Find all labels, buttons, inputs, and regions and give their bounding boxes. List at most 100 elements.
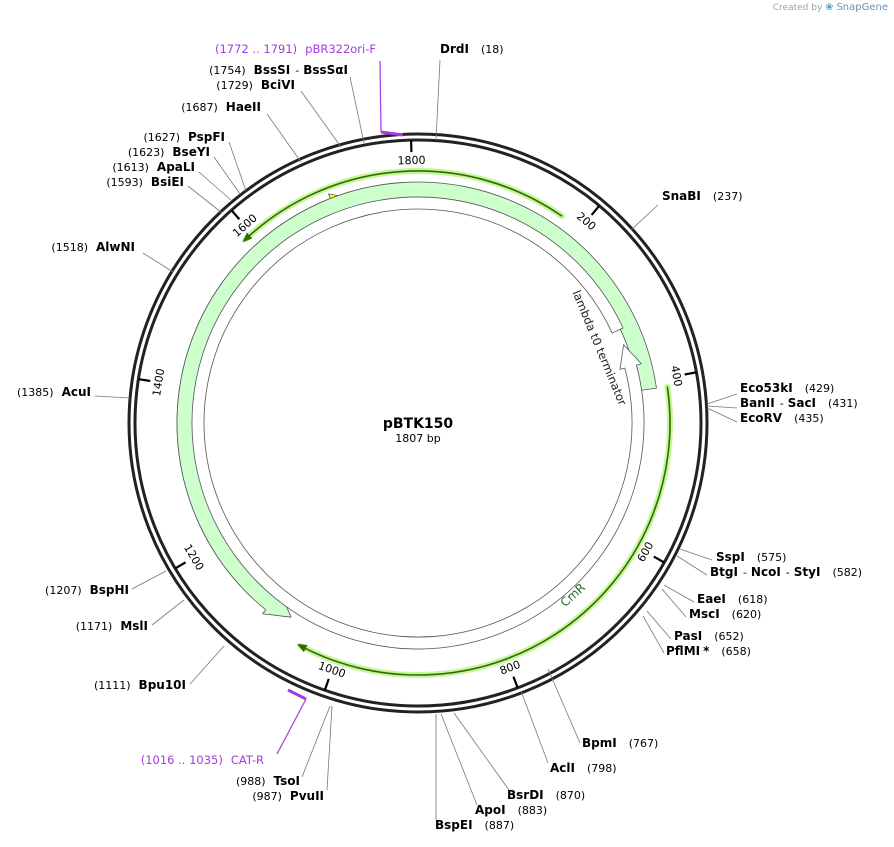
pasi-text: PasI(652) <box>674 629 744 643</box>
apali-site-label: (1613)ApaLI <box>112 160 195 174</box>
cmr-translation-line <box>300 386 671 676</box>
haeii-leader <box>266 113 302 163</box>
backbone-inner-ring <box>133 138 703 708</box>
tsoi-text: (988)TsoI <box>236 774 300 788</box>
bsrdi-site-label: BsrDI(870) <box>507 788 585 802</box>
tick-1600 <box>230 209 241 220</box>
eaei-leader <box>663 584 695 603</box>
lambda-t0-terminator-feature <box>191 196 645 650</box>
pspfi-text: (1627)PspFI <box>143 130 225 144</box>
acui-text: (1385)AcuI <box>17 385 91 399</box>
drdi-text: DrdI(18) <box>440 42 504 56</box>
backbone-outer-ring <box>127 132 709 714</box>
snabi-leader <box>630 204 659 231</box>
bpu10i-site-label: (1111)Bpu10I <box>94 678 186 692</box>
pspfi-leader <box>228 141 247 192</box>
pasi-site-label: PasI(652) <box>674 629 744 643</box>
alwni-site-label: (1518)AlwNI <box>51 240 135 254</box>
bsiei-site-label: (1593)BsiEI <box>106 175 184 189</box>
msli-leader <box>151 599 185 626</box>
tick-200 <box>590 205 601 216</box>
snabi-site-label: SnaBI(237) <box>662 189 743 203</box>
pflmi-text: PflMI*(658) <box>666 644 751 658</box>
tick-label-1600: 1600 <box>230 211 260 239</box>
ecorv-leader <box>706 407 738 423</box>
tick-label-1400: 1400 <box>150 367 167 397</box>
bpu10i-text: (1111)Bpu10I <box>94 678 186 692</box>
drdi-site-label: DrdI(18) <box>440 42 504 56</box>
sspi-site-label: SspI(575) <box>716 550 786 564</box>
credit-brand: SnapGene <box>836 2 888 13</box>
apoi-site-label: ApoI(883) <box>475 803 547 817</box>
banii-leader <box>706 405 738 409</box>
pflmi-site-label: PflMI*(658) <box>666 644 751 658</box>
tick-1000 <box>323 678 330 691</box>
msci-site-label: MscI(620) <box>689 607 761 621</box>
tick-600 <box>653 555 665 564</box>
apali-text: (1613)ApaLI <box>112 160 195 174</box>
cat-r-leader <box>276 698 307 755</box>
tick-label-1800: 1800 <box>397 154 425 168</box>
eaei-text: EaeI(618) <box>697 592 768 606</box>
banii-site-label: BanII-SacI(431) <box>740 396 858 410</box>
plasmid-backbone <box>127 132 709 714</box>
eaei-site-label: EaeI(618) <box>697 592 768 606</box>
sspi-leader <box>679 548 713 561</box>
bpmi-text: BpmI(767) <box>582 736 658 750</box>
bseyi-leader <box>213 156 241 195</box>
pflmi-leader <box>642 615 665 654</box>
bspei-site-label: BspEI(887) <box>435 818 514 832</box>
bsssi-site-label: (1754)BssSI-BssSαI <box>209 63 348 77</box>
bcivi-leader <box>300 90 342 148</box>
snapgene-logo-icon: ❀ <box>825 2 834 13</box>
pvuii-site-label: (987)PvuII <box>252 789 324 803</box>
acli-text: AclI(798) <box>550 761 617 775</box>
btgi-site-label: BtgI-NcoI-StyI(582) <box>710 565 862 579</box>
pbr322ori-f-binding-site <box>380 130 404 137</box>
banii-text: BanII-SacI(431) <box>740 396 858 410</box>
bsrdi-text: BsrDI(870) <box>507 788 585 802</box>
bsrdi-leader <box>453 712 510 791</box>
pbr322ori-f-label: (1772 .. 1791)pBR322ori-F <box>215 42 376 56</box>
cat-r-binding-site <box>287 688 307 701</box>
bsssi-leader <box>349 76 365 144</box>
plasmid-length: 1807 bp <box>395 432 440 445</box>
enzyme-leaders <box>94 59 738 820</box>
btgi-text: BtgI-NcoI-StyI(582) <box>710 565 862 579</box>
pvuii-text: (987)PvuII <box>252 789 324 803</box>
tick-1400 <box>138 378 151 383</box>
haeii-site-label: (1687)HaeII <box>181 100 261 114</box>
apoi-text: ApoI(883) <box>475 803 547 817</box>
pspfi-site-label: (1627)PspFI <box>143 130 225 144</box>
bpmi-leader <box>547 668 581 744</box>
tick-label-1200: 1200 <box>181 542 207 573</box>
acui-site-label: (1385)AcuI <box>17 385 91 399</box>
translation-arrows <box>242 168 673 678</box>
ecorv-site-label: EcoRV(435) <box>740 411 824 425</box>
apali-leader <box>198 171 233 202</box>
tick-label-400: 400 <box>668 365 685 388</box>
cmr-translation-head <box>297 644 308 653</box>
btgi-leader <box>676 555 708 576</box>
bcivi-site-label: (1729)BciVI <box>216 78 295 92</box>
cmr-feature <box>176 181 657 618</box>
bseyi-text: (1623)BseYI <box>128 145 210 159</box>
msci-leader <box>661 588 687 618</box>
ori-translation-line <box>244 170 563 240</box>
cat-r-label: (1016 .. 1035)CAT-R <box>141 753 264 767</box>
eco53ki-leader <box>706 393 738 405</box>
bsphi-text: (1207)BspHI <box>45 583 129 597</box>
acui-leader <box>94 395 131 399</box>
pvuii-leader <box>326 705 333 791</box>
sspi-text: SspI(575) <box>716 550 786 564</box>
enzyme-labels: DrdI(18) SnaBI(237) Eco53kI(429)BanII-SacI… <box>17 42 862 832</box>
snapgene-credit: Created by ❀ SnapGene <box>773 2 888 13</box>
acli-leader <box>520 690 549 764</box>
eco53ki-site-label: Eco53kI(429) <box>740 381 834 395</box>
bsphi-site-label: (1207)BspHI <box>45 583 129 597</box>
bsiei-leader <box>187 185 223 214</box>
tick-label-200: 200 <box>574 210 598 233</box>
tick-1200 <box>174 561 187 570</box>
bcivi-text: (1729)BciVI <box>216 78 295 92</box>
bpu10i-leader <box>189 645 225 685</box>
